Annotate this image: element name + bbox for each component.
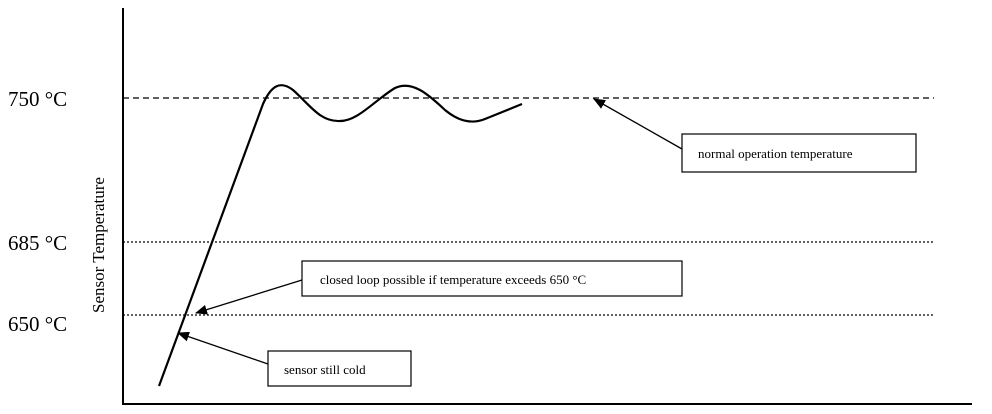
temperature-curve xyxy=(157,84,523,387)
annotation-text-normal-operation: normal operation temperature xyxy=(698,146,853,161)
tick-label-685: 685 °C xyxy=(8,231,67,255)
y-axis-title: Sensor Temperature xyxy=(89,177,108,313)
annotation-box-normal-operation xyxy=(681,133,917,173)
tick-label-750: 750 °C xyxy=(8,87,67,111)
arrow-sensor-cold xyxy=(177,331,269,365)
arrow-closed-loop xyxy=(195,279,303,315)
annotation-box-sensor-cold xyxy=(267,350,412,387)
annotation-box-closed-loop xyxy=(301,260,683,297)
tick-label-650: 650 °C xyxy=(8,312,67,336)
annotation-text-sensor-cold: sensor still cold xyxy=(284,362,366,377)
arrow-normal-operation xyxy=(593,98,683,150)
annotation-text-closed-loop: closed loop possible if temperature exce… xyxy=(320,272,586,287)
